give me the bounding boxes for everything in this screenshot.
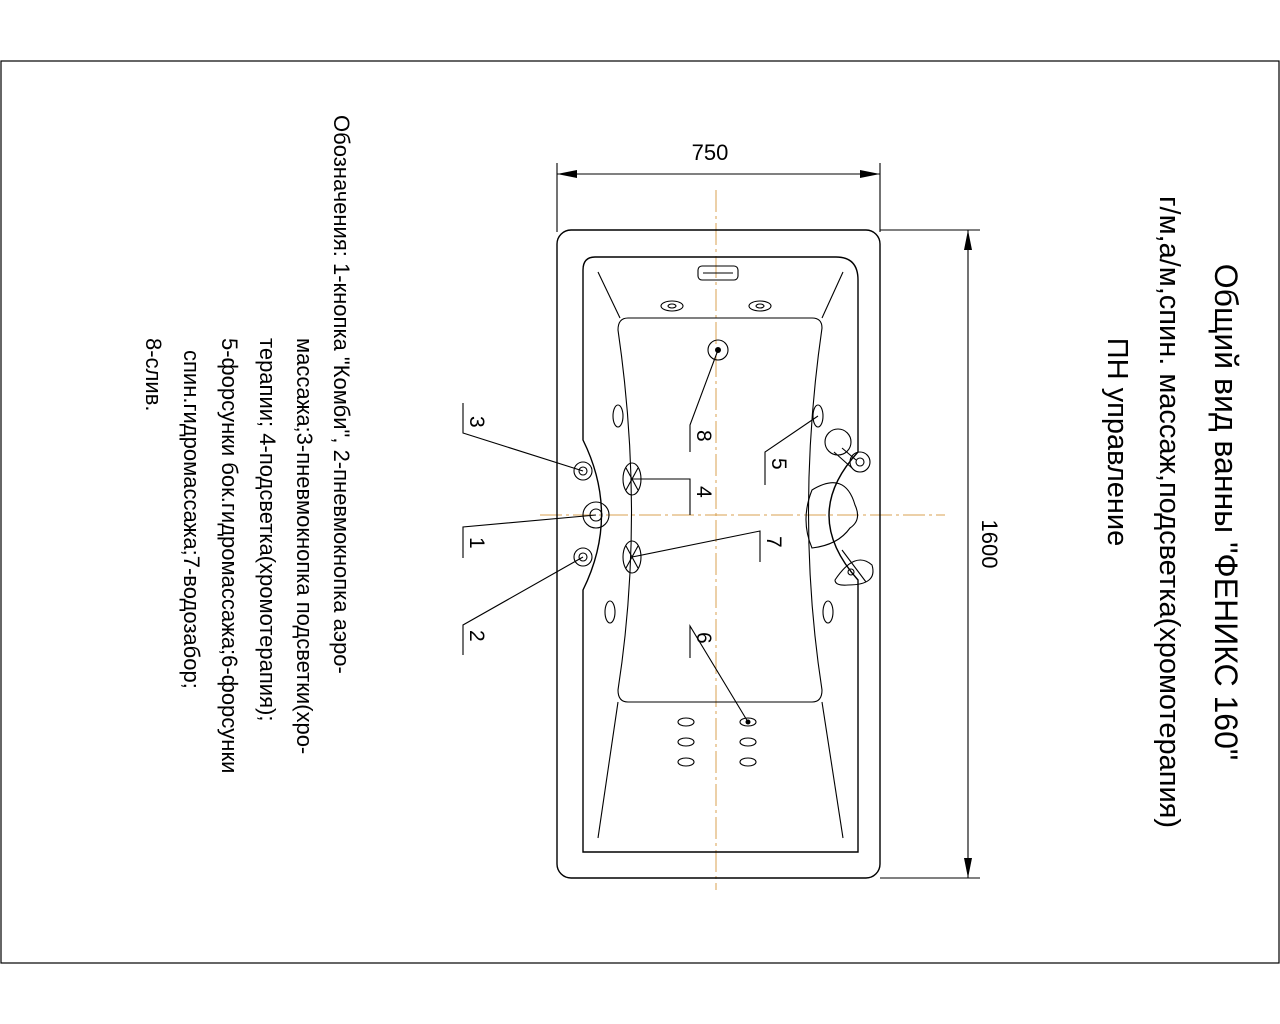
dimension-length: 1600	[880, 229, 1002, 879]
callout-leaders	[462, 349, 819, 723]
legend-line-4: 5-форсунки бок.гидромассажа;6-форсунки	[217, 338, 242, 773]
title-line-2: г/м,а/м,спин. массаж,подсветка(хромотера…	[1153, 196, 1185, 828]
control-buttons	[573, 461, 610, 567]
side-jets	[604, 404, 834, 624]
callout-2: 2	[465, 630, 488, 642]
bathtub-outer-rim	[556, 229, 881, 879]
legend-line-1: Обозначения: 1-кнопка "Комби", 2-пневмок…	[329, 115, 354, 674]
button-1-kombi	[582, 501, 610, 529]
button-2-aeromassage	[573, 547, 593, 567]
callout-5: 5	[767, 458, 790, 470]
dimension-width-value: 750	[692, 140, 729, 165]
callout-1: 1	[465, 537, 488, 549]
bathtub	[556, 229, 881, 879]
dimension-length-value: 1600	[977, 520, 1002, 569]
title-block: Общий вид ванны "ФЕНИКС 160" г/м,а/м,спи…	[1101, 196, 1244, 828]
dimension-width: 750	[556, 140, 881, 232]
callout-3: 3	[465, 416, 488, 428]
top-jets	[660, 300, 772, 312]
bathtub-inner-bowl	[582, 256, 859, 853]
bathtub-floor	[617, 317, 823, 703]
sheet-frame	[0, 60, 1280, 964]
legend-block: Обозначения: 1-кнопка "Комби", 2-пневмок…	[141, 115, 354, 773]
title-line-1: Общий вид ванны "ФЕНИКС 160"	[1208, 264, 1244, 760]
callout-6: 6	[692, 632, 715, 644]
button-3-illumination	[573, 461, 593, 481]
valve-knob	[824, 428, 852, 456]
callout-8: 8	[692, 430, 715, 442]
back-jets	[677, 717, 757, 767]
title-line-3: ПН управление	[1101, 338, 1133, 546]
headrest	[805, 482, 859, 549]
legend-line-5: спин.гидромассажа;7-водозабор;	[179, 350, 204, 689]
overflow-grill	[697, 265, 739, 281]
callout-7: 7	[762, 536, 785, 548]
right-rim-fittings	[805, 428, 874, 586]
water-intake	[834, 559, 874, 586]
legend-line-6: 8-слив.	[141, 338, 166, 412]
drain-outer	[707, 339, 729, 361]
legend-line-2: массажа;3-пневмокнопка подсветки(хро-	[292, 338, 317, 754]
legend-line-3: терапии; 4-подсветка(хромотерапия);	[255, 338, 280, 721]
callout-numbers: 3 1 2 4 7 8 5 6	[465, 416, 790, 644]
centerlines	[540, 190, 945, 890]
callout-4: 4	[692, 486, 715, 498]
